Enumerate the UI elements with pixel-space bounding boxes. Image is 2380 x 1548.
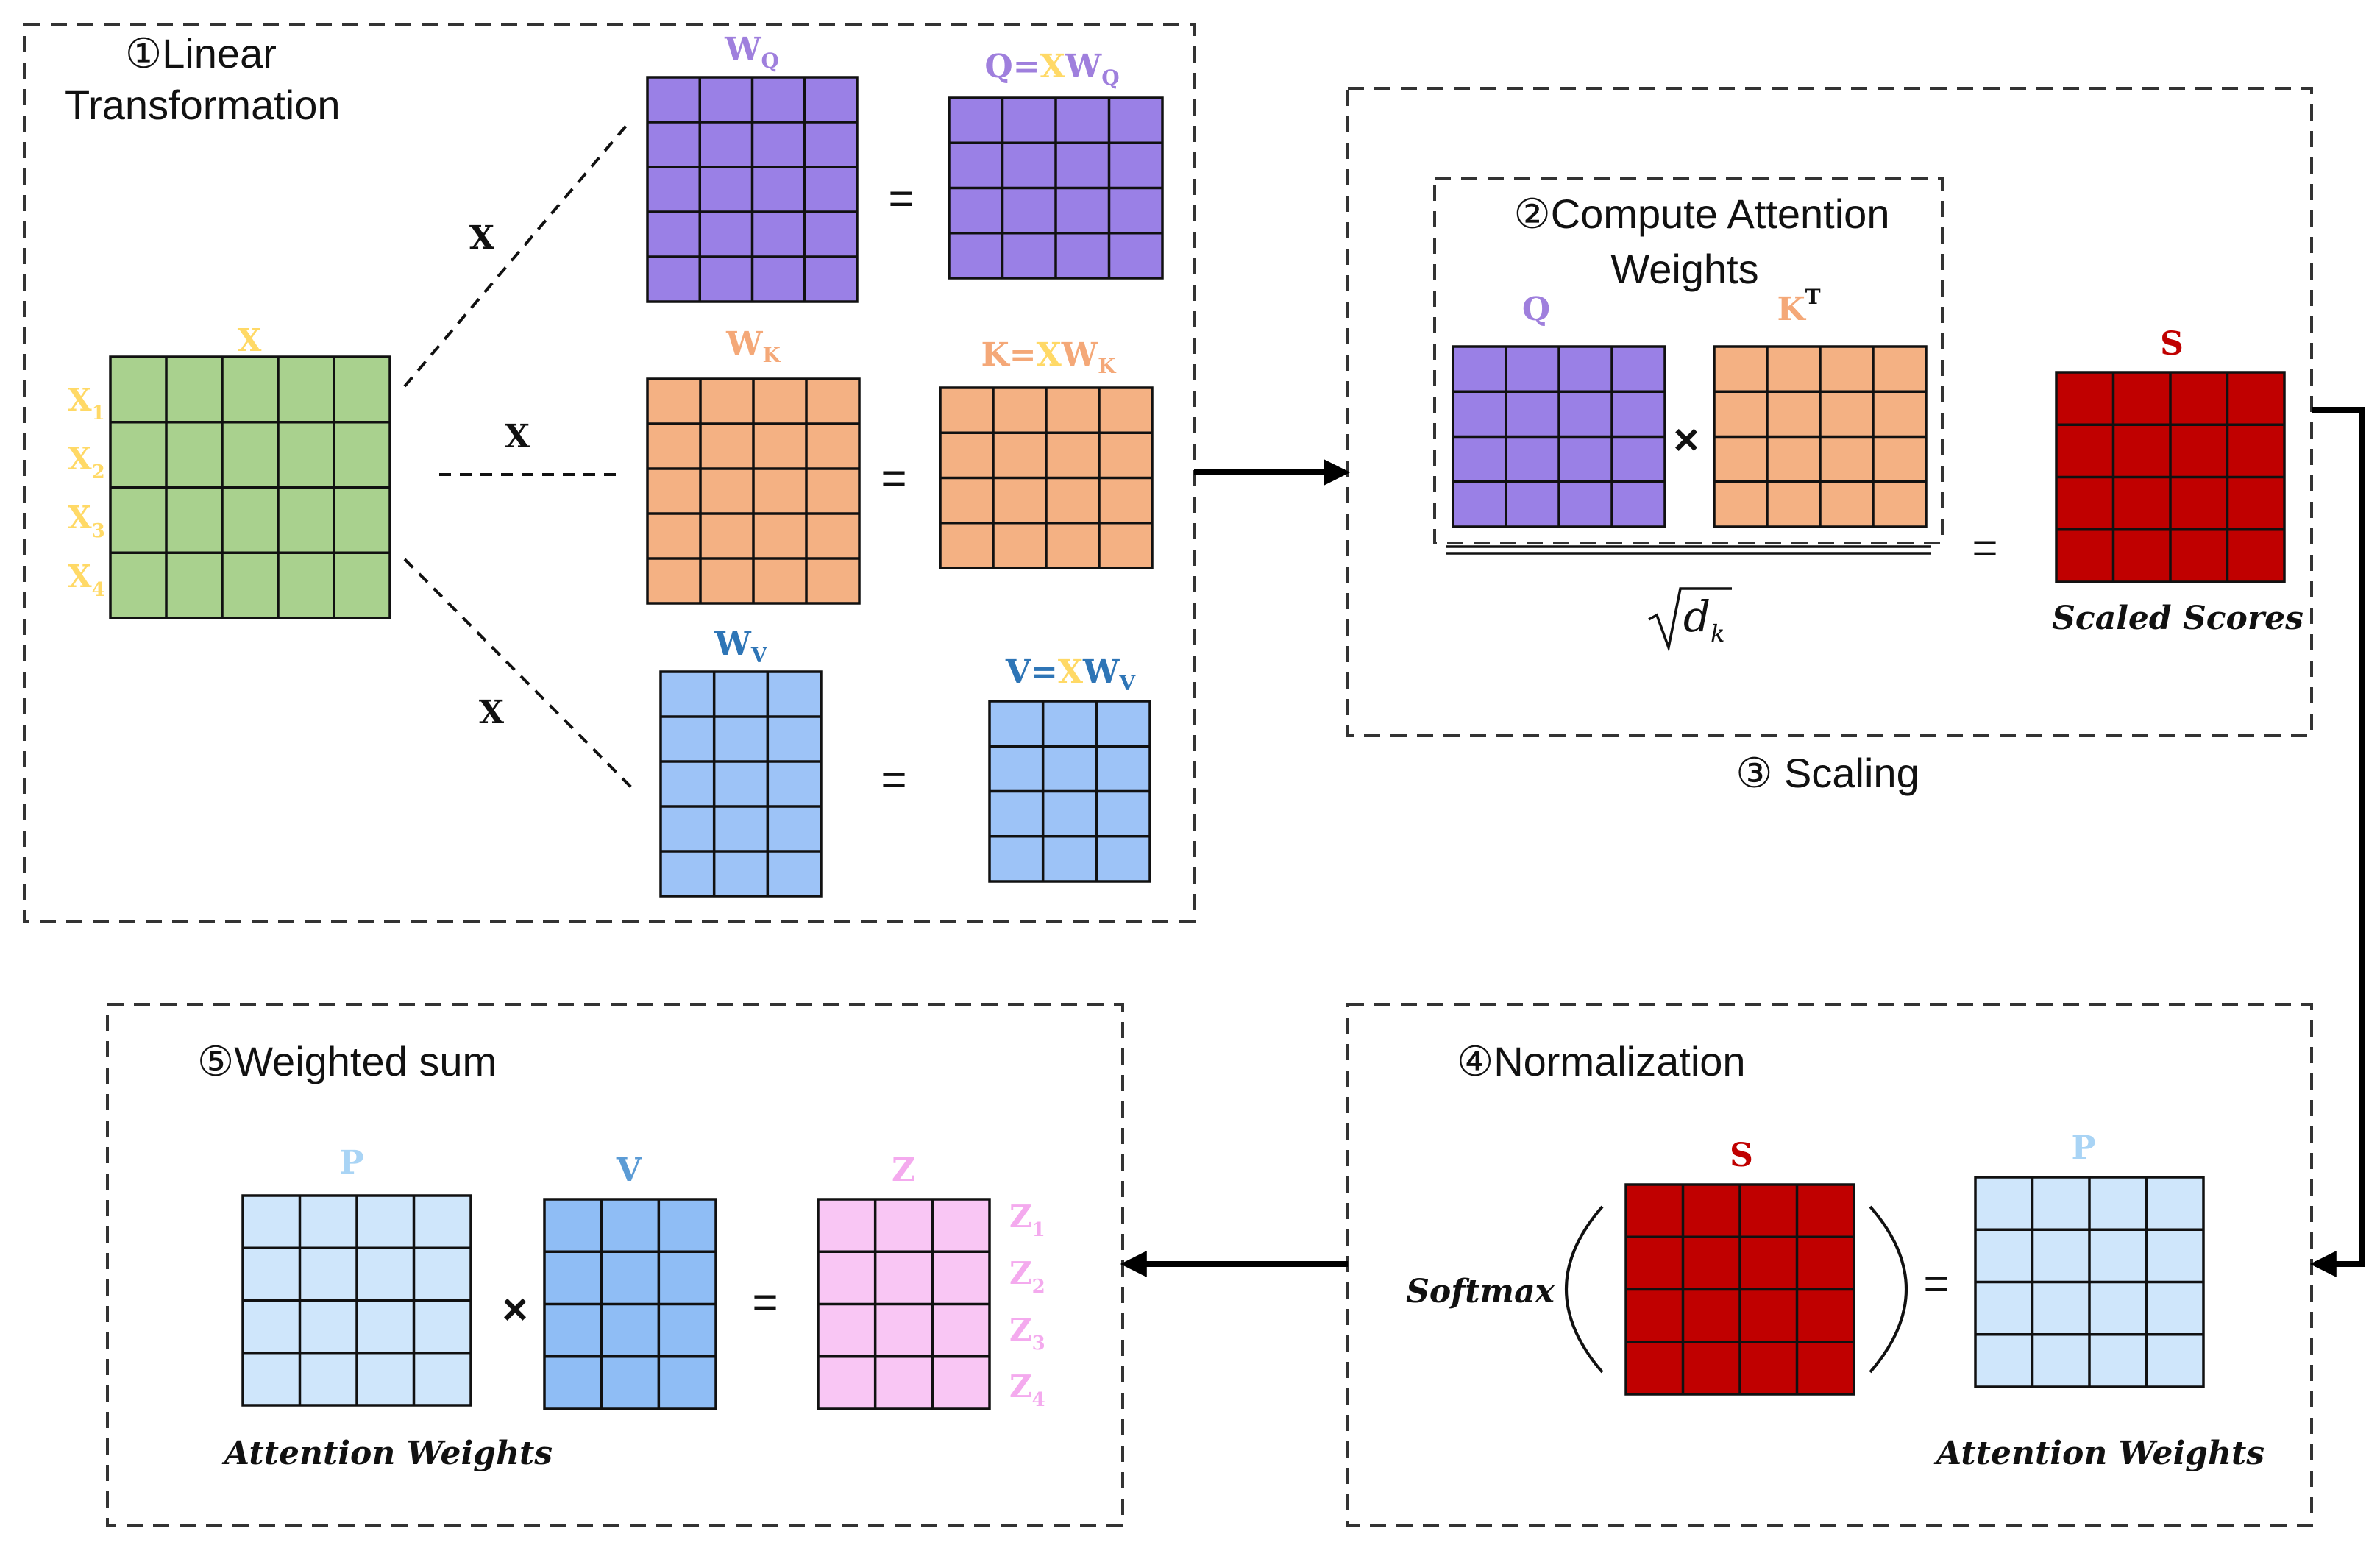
x-row-label-2: X2	[68, 441, 105, 483]
step1-title-line2: Transformation	[65, 82, 341, 128]
matrix-v-weighted	[543, 1198, 717, 1410]
z-row-label-4: Z4	[1009, 1368, 1045, 1411]
q-equation-label: Q=XWQ	[984, 48, 1119, 90]
step2-title-line2: Weights	[1610, 246, 1758, 292]
multiply-label-q: X	[469, 219, 495, 257]
wk-label: WK	[725, 325, 781, 367]
matrix-k-transpose	[1713, 345, 1928, 528]
matrix-s-scaled	[2055, 371, 2286, 583]
k-equation-label: K=XWK	[981, 336, 1117, 378]
softmax-equals: =	[1923, 1259, 1949, 1308]
matrix-s-softmax	[1624, 1183, 1855, 1396]
scaling-equals: =	[1972, 523, 1997, 572]
matrix-q	[1452, 345, 1666, 528]
z-row-label-1: Z1	[1009, 1199, 1045, 1241]
softmax-label: Softmax	[1406, 1273, 1555, 1310]
left-parenthesis	[1565, 1205, 1604, 1374]
p-weights-label: P	[339, 1144, 363, 1182]
matrix-wv-body	[659, 670, 823, 898]
step5-title: ⑤Weighted sum	[197, 1038, 497, 1084]
multiply-label-v: X	[479, 694, 505, 731]
equals-v: =	[881, 755, 906, 804]
x-row-label-4: X4	[68, 558, 105, 601]
x-row-label-1: X1	[68, 382, 105, 425]
x-row-label-3: X3	[68, 500, 105, 542]
v-weighted-label: V	[616, 1151, 642, 1189]
wv-label: WV	[714, 625, 767, 667]
z-row-label-2: Z2	[1009, 1255, 1045, 1298]
step4-title: ④Normalization	[1457, 1038, 1746, 1084]
connector-x-to-wv	[403, 558, 633, 789]
step1-title-line1: ①Linear	[125, 30, 277, 77]
scaled-scores-caption: Scaled Scores	[2052, 600, 2303, 637]
v-equation-label: V=XWV	[1005, 653, 1137, 695]
normalization-caption: Attention Weights	[1933, 1435, 2264, 1472]
weighted-caption: Attention Weights	[221, 1435, 553, 1472]
matrix-z	[817, 1198, 991, 1410]
matrix-p-result	[1974, 1176, 2205, 1388]
matrix-q-result	[948, 96, 1164, 280]
pv-times-symbol: ×	[502, 1285, 527, 1334]
x-matrix-label: X	[238, 322, 262, 358]
matrix-x	[109, 355, 391, 619]
sqrt-dk: dk	[1683, 592, 1725, 647]
step3-title: ③ Scaling	[1736, 750, 1919, 796]
connector-x-to-wq	[403, 124, 628, 388]
s-scaled-label: S	[2160, 325, 2184, 363]
step2-title-line1: ②Compute Attention	[1514, 191, 1890, 237]
equals-q: =	[888, 174, 914, 223]
wq-label: WQ	[724, 31, 779, 73]
equals-k: =	[881, 453, 906, 503]
multiply-label-k: X	[505, 418, 530, 455]
compute-attention-box	[1433, 177, 1944, 544]
p-result-label: P	[2071, 1129, 2095, 1167]
matrix-wq	[646, 76, 859, 303]
matrix-v-result	[988, 700, 1151, 883]
pv-equals: =	[752, 1277, 778, 1327]
right-parenthesis	[1869, 1205, 1908, 1374]
qk-times-symbol: ×	[1673, 415, 1699, 464]
k-transpose-label: KT	[1777, 285, 1820, 328]
z-label: Z	[892, 1151, 915, 1189]
sqrt-symbol	[1648, 587, 1732, 653]
q-label: Q	[1522, 291, 1550, 328]
arrow-scaling-to-normalization	[2309, 407, 2365, 1277]
matrix-wk	[646, 377, 861, 605]
matrix-wv	[659, 670, 823, 898]
matrix-p-weights	[241, 1194, 472, 1407]
s-softmax-label: S	[1730, 1137, 1753, 1174]
matrix-k-result	[939, 386, 1154, 569]
z-row-label-3: Z3	[1009, 1312, 1045, 1354]
